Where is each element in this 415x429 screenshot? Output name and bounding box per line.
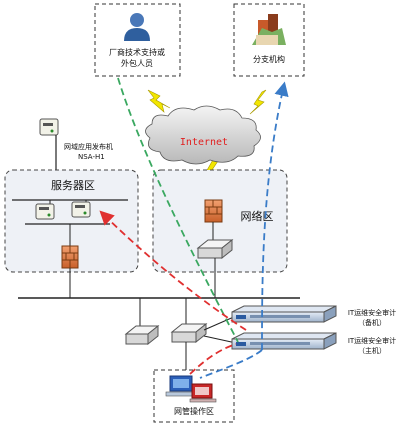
blue-path: [261, 81, 289, 351]
lightning-icon: [249, 89, 267, 115]
switch-icon: [196, 238, 234, 260]
red-path-2: [189, 343, 237, 375]
internet-label: Internet: [180, 137, 228, 148]
switch-icon: [170, 322, 208, 344]
blue-path-2: [199, 349, 263, 379]
audit-appliance-backup: IT运维安全审计 （备机）: [231, 305, 396, 327]
branch-box: 分支机构: [233, 3, 305, 77]
building-icon: [252, 14, 286, 45]
network-zone-label: 网络区: [241, 209, 274, 223]
ops-zone: 网管操作区: [153, 369, 235, 423]
red-path-1: [99, 210, 247, 331]
audit-appliance-main: IT运维安全审计 （主机）: [231, 332, 396, 355]
network-zone: 网络区: [152, 169, 288, 298]
web-publisher-label-line1: 网域应用发布机: [64, 142, 113, 151]
cloud-icon: Internet: [145, 105, 261, 165]
user-icon: [124, 13, 150, 41]
vendor-box: 厂商技术支持或 外包人员: [94, 3, 181, 77]
audit-main-label-line1: IT运维安全审计: [348, 336, 396, 345]
firewall-icon: [61, 245, 79, 269]
green-path: [117, 77, 239, 343]
audit-appliance-icon: [231, 305, 337, 323]
lightning-icon: [147, 89, 171, 113]
server-icon: [39, 118, 59, 136]
audit-backup-label-line2: （备机）: [358, 318, 386, 327]
audit-main-label-line2: （主机）: [358, 346, 386, 355]
monitor-icon: [189, 383, 217, 403]
branch-label: 分支机构: [253, 54, 285, 64]
web-publisher: 网域应用发布机 NSA-H1: [39, 118, 113, 170]
server-zone-label: 服务器区: [51, 179, 95, 192]
server-icon: [71, 201, 91, 218]
firewall-icon: [204, 199, 223, 223]
audit-backup-label-line1: IT运维安全审计: [348, 308, 396, 317]
server-icon: [35, 203, 55, 220]
vendor-label-line1: 厂商技术支持或: [109, 47, 165, 57]
ops-zone-label: 网管操作区: [174, 406, 214, 416]
vendor-label-line2: 外包人员: [121, 58, 153, 68]
switch-icon: [124, 324, 160, 346]
web-publisher-label-line2: NSA-H1: [78, 153, 105, 161]
server-zone: 服务器区: [4, 169, 139, 298]
audit-appliance-icon: [231, 332, 337, 350]
